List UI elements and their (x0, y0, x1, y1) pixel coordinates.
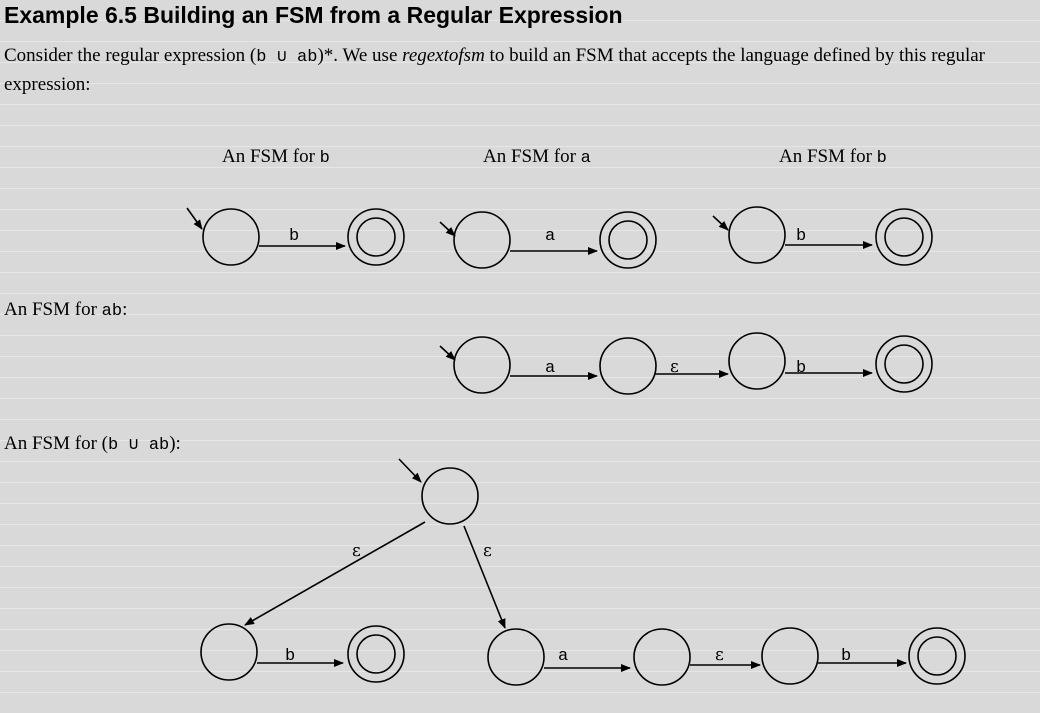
start-arrow (439, 221, 456, 237)
b-branch-state-1 (200, 623, 258, 681)
transition-epsilon-right (463, 525, 506, 629)
start-state (728, 206, 786, 264)
accepting-state (875, 335, 933, 393)
intro-algorithm: regextofsm (402, 45, 485, 66)
fsm-union (200, 458, 966, 686)
accepting-state-inner (356, 217, 396, 257)
intro-regex: b ∪ ab (256, 48, 318, 67)
example-heading: Example 6.5 Building an FSM from a Regul… (4, 2, 623, 28)
accepting-state-inner (884, 217, 924, 257)
accepting-state (599, 211, 657, 269)
fsm-b-1 (186, 207, 405, 266)
ab-branch-accepting-inner (917, 636, 957, 676)
edge-label-b: b (285, 647, 295, 666)
caption-fsm-b-1: An FSM for b (222, 146, 330, 168)
start-arrow (712, 215, 729, 231)
start-state (453, 211, 511, 269)
edge-label-epsilon: ε (715, 645, 724, 665)
accepting-state (347, 208, 405, 266)
edge-label-a: a (545, 227, 555, 246)
fsm-a (439, 211, 657, 269)
intro-part2: )*. We use (317, 45, 403, 66)
transition-epsilon-left (244, 521, 426, 626)
b-branch-accepting-inner (356, 634, 396, 674)
ab-branch-state-2 (633, 628, 691, 686)
start-arrow (439, 345, 456, 361)
state-2 (599, 337, 657, 395)
accepting-state-inner (608, 220, 648, 260)
caption-fsm-ab: An FSM for ab: (4, 299, 128, 321)
caption-fsm-a: An FSM for a (483, 146, 591, 168)
edge-label-b: b (841, 647, 851, 666)
edge-label-epsilon: ε (483, 541, 492, 561)
new-start-state (421, 467, 479, 525)
edge-label-epsilon: ε (352, 541, 361, 561)
caption-fsm-union: An FSM for (b ∪ ab): (4, 433, 181, 455)
accepting-state-inner (884, 344, 924, 384)
fsm-b-2 (712, 206, 933, 266)
edge-label-b: b (289, 227, 299, 246)
edge-label-b: b (796, 359, 806, 378)
intro-paragraph: Consider the regular expression (b ∪ ab)… (4, 42, 1036, 98)
start-arrow (398, 458, 422, 483)
fsm-ab (439, 332, 933, 395)
ab-branch-state-3 (761, 627, 819, 685)
edge-label-a: a (545, 359, 555, 378)
state-1 (453, 336, 511, 394)
start-arrow (186, 207, 203, 230)
edge-label-epsilon: ε (670, 357, 679, 377)
intro-part1: Consider the regular expression ( (4, 45, 257, 66)
edge-label-a: a (558, 647, 568, 666)
edge-label-b: b (796, 227, 806, 246)
ab-branch-state-1 (487, 628, 545, 686)
intro-part3: to build an FSM that accepts the languag… (4, 45, 986, 95)
state-3 (728, 332, 786, 390)
start-state (202, 208, 260, 266)
b-branch-accepting (347, 625, 405, 683)
caption-fsm-b-2: An FSM for b (779, 146, 887, 168)
ab-branch-accepting (908, 627, 966, 685)
accepting-state (875, 208, 933, 266)
